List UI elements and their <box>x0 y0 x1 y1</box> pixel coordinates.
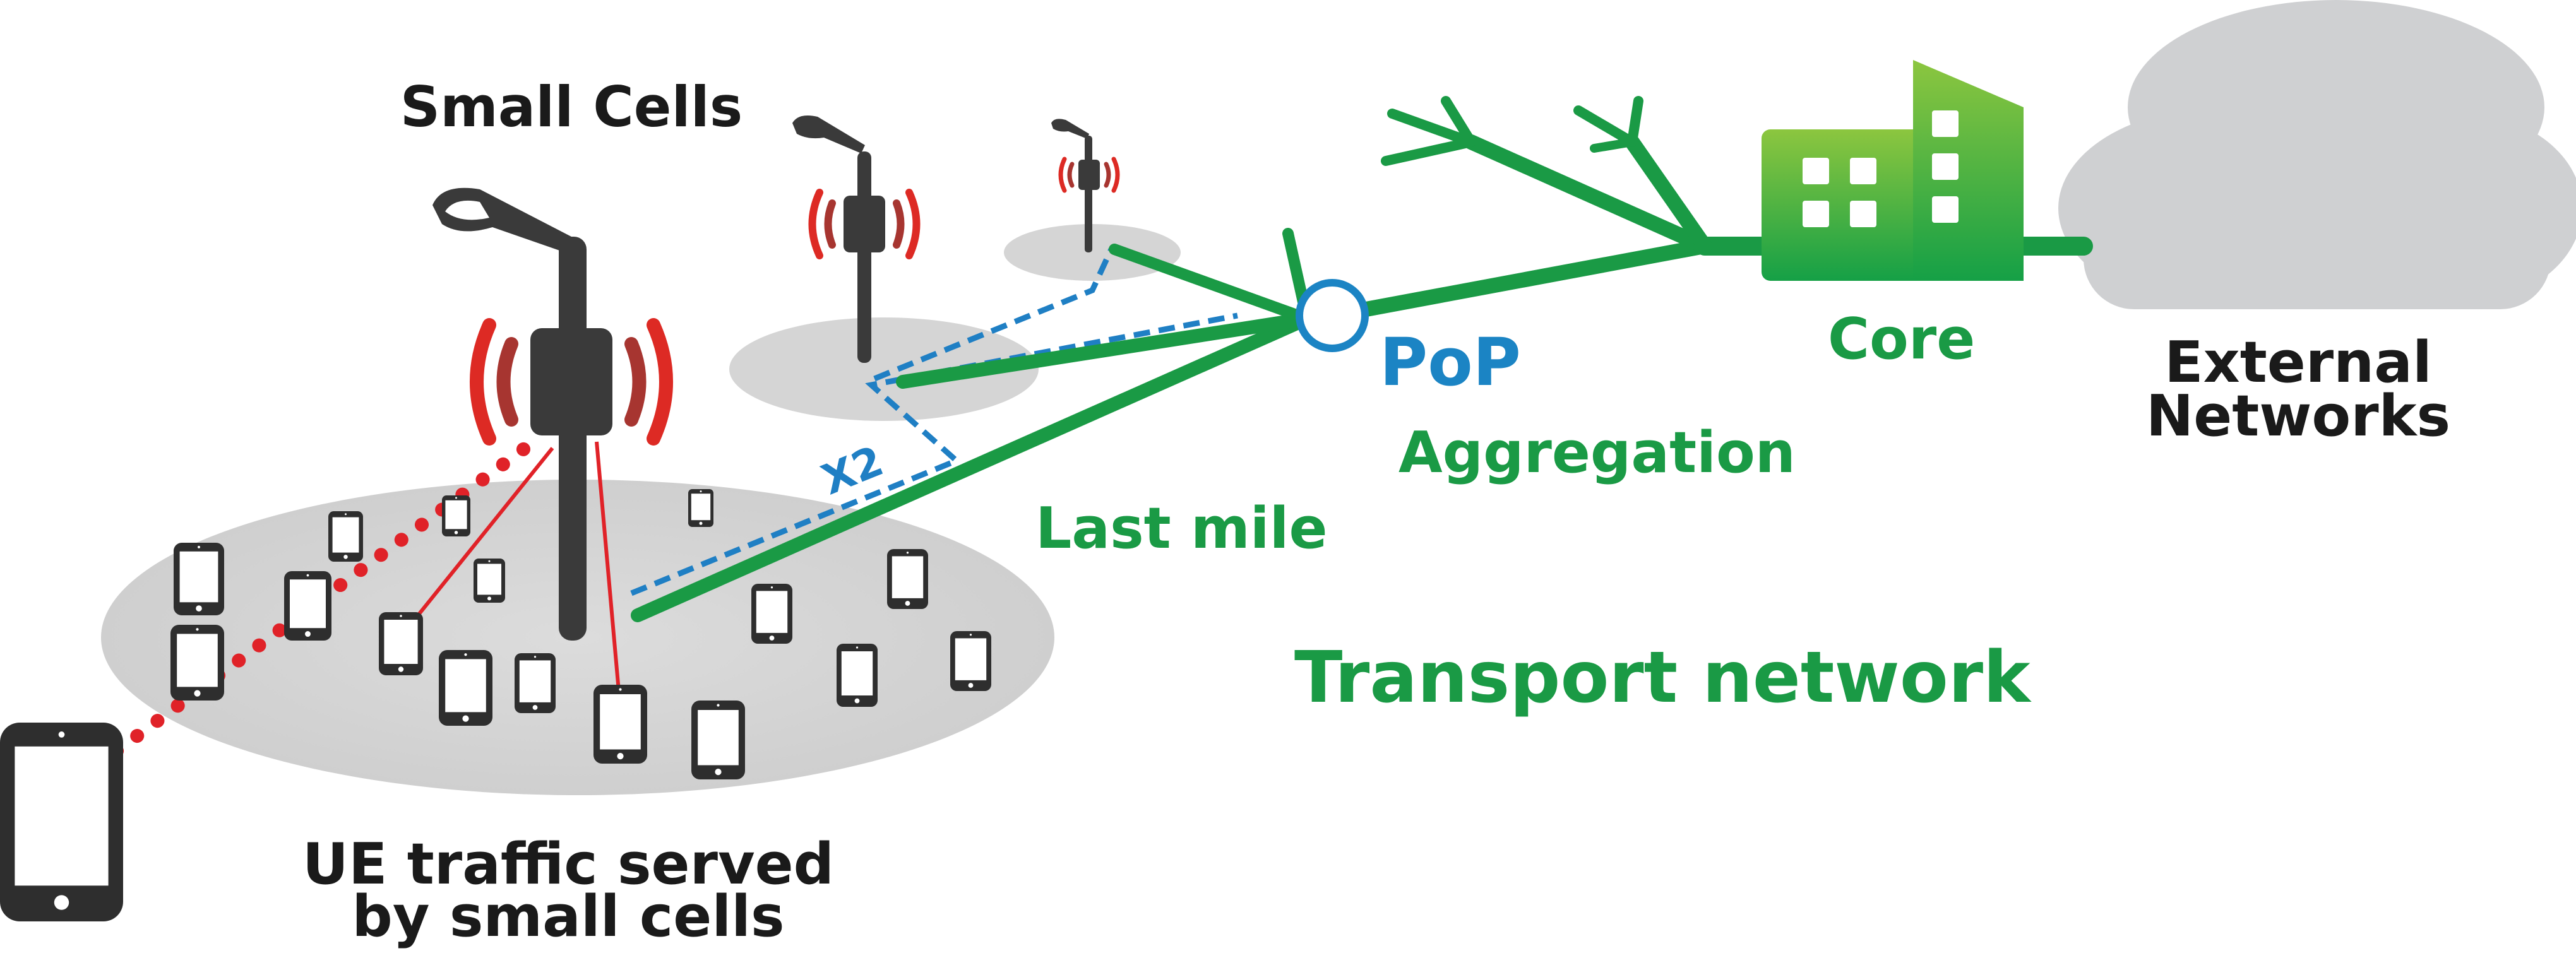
external-networks-label-line1: External <box>2164 329 2432 396</box>
pop-node-icon <box>1296 279 1369 352</box>
cloud-icon <box>2058 0 2576 309</box>
smartphone-icon <box>950 631 991 691</box>
smartphone-icon <box>439 650 492 726</box>
transport-network-label: Transport network <box>1294 637 2032 719</box>
aggregation-label: Aggregation <box>1398 420 1796 486</box>
smartphone-icon <box>688 489 713 527</box>
smartphone-icon <box>328 511 363 562</box>
x2-links <box>630 248 1238 596</box>
lamp-post-small-cell-icon <box>432 187 673 641</box>
smartphones <box>0 489 991 921</box>
ue-traffic-label-line2: by small cells <box>352 884 784 950</box>
last-mile-label: Last mile <box>1035 495 1328 562</box>
smartphone-icon <box>174 543 224 615</box>
smartphone-icon <box>593 685 647 764</box>
lamp-post-small-cell-icon <box>1051 119 1120 252</box>
lamp-post-small-cell-icon <box>792 115 921 363</box>
smartphone-icon <box>379 612 423 675</box>
smartphone-icon <box>751 584 792 644</box>
smartphone-icon <box>515 653 556 713</box>
building-icon <box>1762 60 2024 281</box>
smartphone-icon <box>170 625 224 701</box>
smartphone-icon <box>837 644 878 707</box>
coverage-area-medium <box>729 317 1039 421</box>
smartphone-icon <box>691 701 745 779</box>
core-label: Core <box>1828 306 1975 372</box>
external-networks-label-line2: Networks <box>2146 383 2450 449</box>
smartphone-icon <box>442 495 470 536</box>
smartphone-icon <box>0 723 123 921</box>
smartphone-icon <box>887 549 928 609</box>
coverage-area-small <box>1004 224 1181 281</box>
smartphone-icon <box>474 559 505 603</box>
pop-label: PoP <box>1380 324 1521 401</box>
small-cells-label: Small Cells <box>400 74 742 139</box>
ue-links <box>408 441 621 692</box>
ue-traffic-label-line1: UE traffic served <box>302 831 834 897</box>
smartphone-icon <box>284 571 331 641</box>
